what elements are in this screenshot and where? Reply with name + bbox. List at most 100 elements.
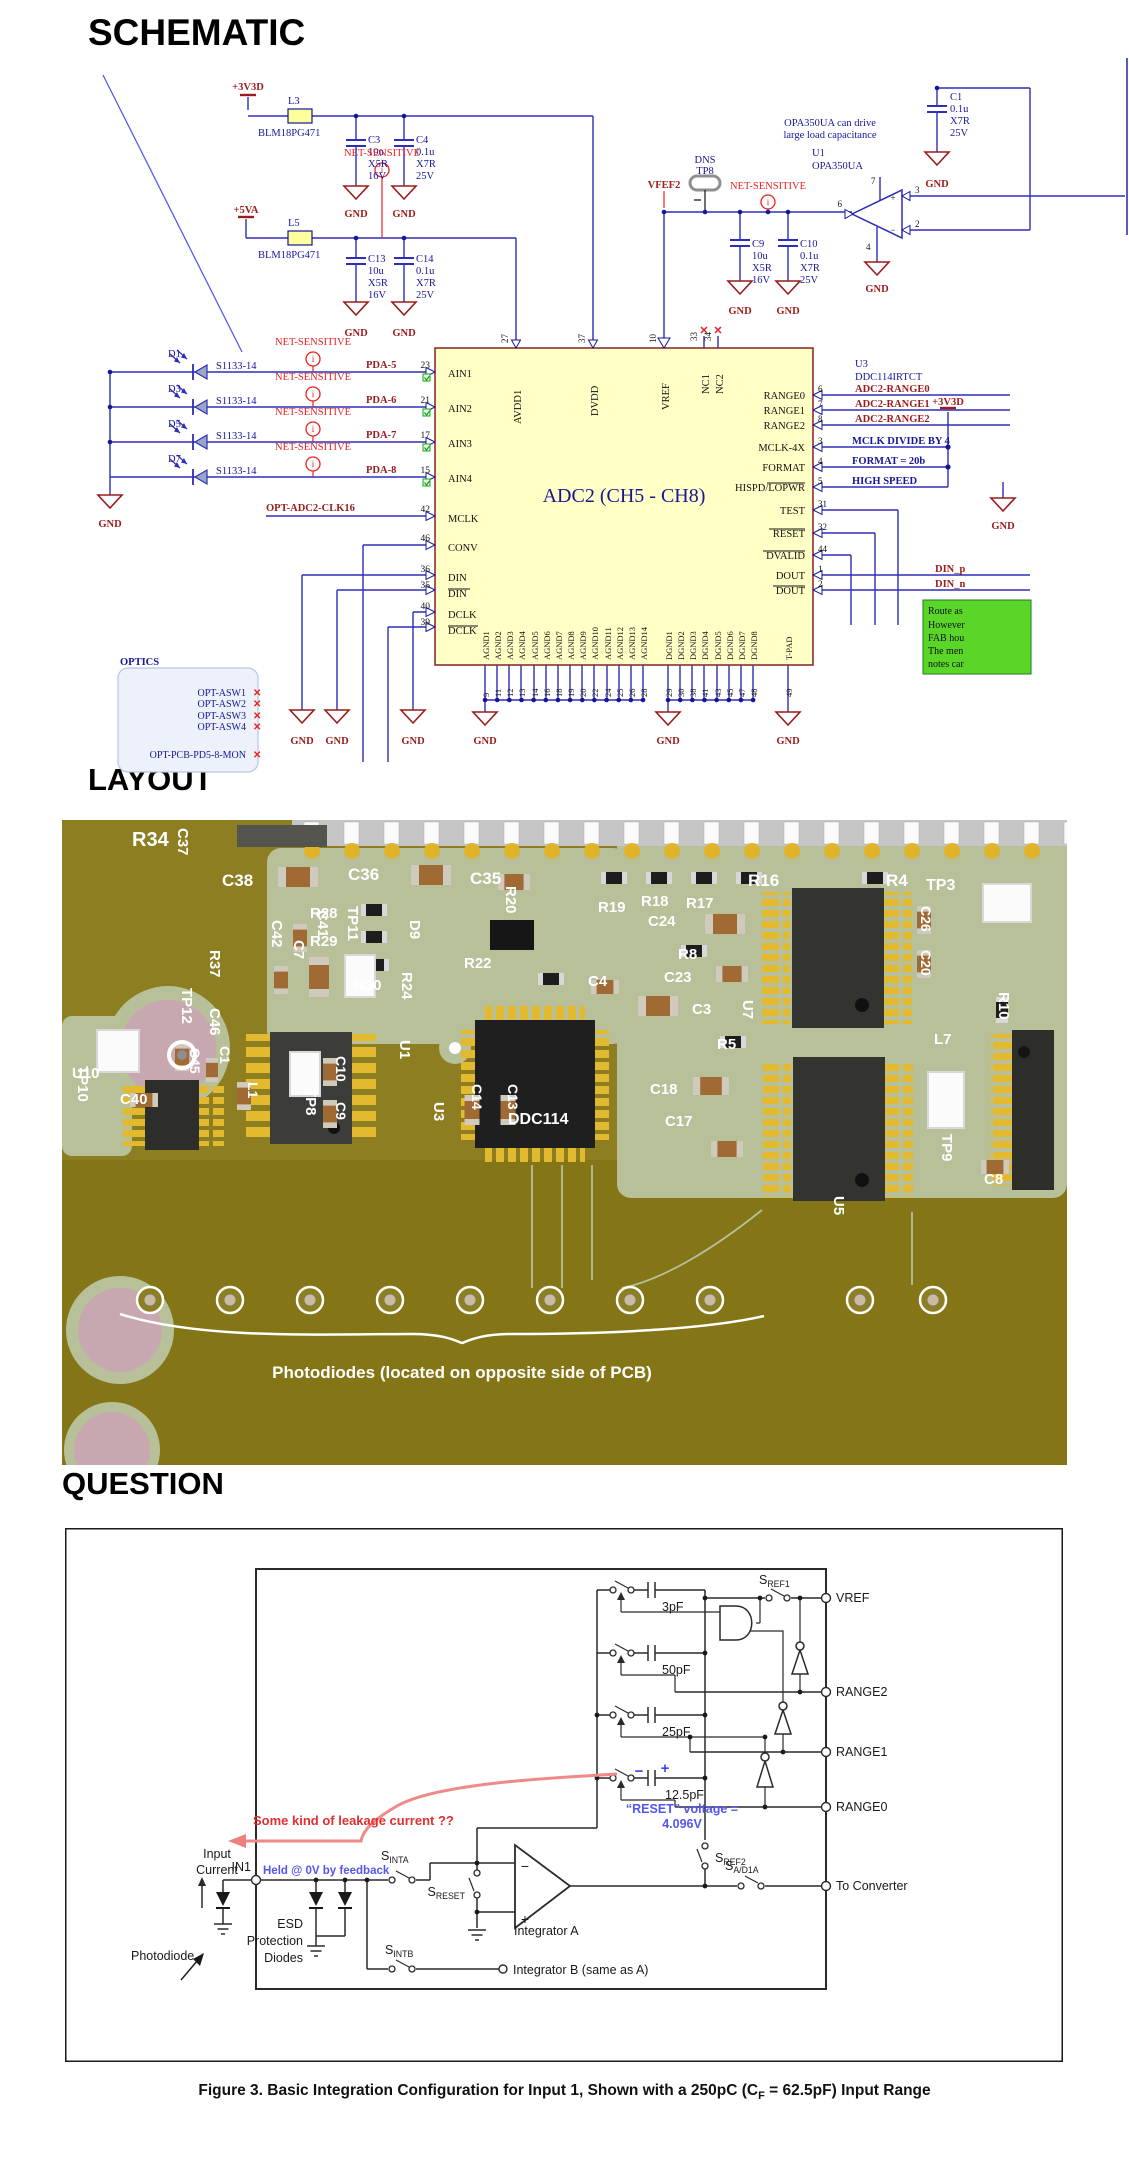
val-u3: DDC114IRTCT: [855, 372, 923, 383]
gnd: GND: [392, 328, 416, 339]
val-d7: S1133-14: [216, 466, 257, 477]
pin: 28: [639, 689, 649, 698]
val-d5: S1133-14: [216, 431, 257, 442]
val-d1: S1133-14: [216, 361, 257, 372]
ref: C17: [665, 1113, 693, 1130]
pin: 32: [818, 522, 827, 532]
pcb-traces: [531, 1165, 913, 1289]
ref: C10: [333, 1056, 349, 1082]
pin-name: NC2: [715, 374, 726, 394]
integrator-b-label: Integrator B (same as A): [513, 1963, 648, 1977]
net-sensitive: NET-SENSITIVE: [275, 442, 351, 453]
pin: 44: [818, 544, 828, 554]
pin-name: RANGE2: [764, 421, 805, 432]
ref: U1: [396, 1040, 413, 1059]
pin: 15: [421, 466, 431, 476]
pin-name: AGND10: [590, 627, 600, 660]
ref: C38: [222, 871, 253, 890]
ref: TP12: [178, 988, 195, 1024]
figure-caption: Figure 3. Basic Integration Configuratio…: [0, 2082, 1129, 2102]
cap-value: 50pF: [662, 1663, 691, 1677]
pin-name: AGND9: [578, 631, 588, 660]
ref: C3: [692, 1001, 711, 1018]
net-format: FORMAT = 20b: [852, 456, 925, 467]
ref: R20: [502, 886, 519, 914]
ref: C23: [664, 969, 692, 986]
svg-text:+: +: [890, 193, 895, 203]
svg-text:−: −: [890, 225, 895, 235]
label: 0.1u: [800, 251, 819, 262]
pin: 17: [421, 431, 431, 441]
val-d3: S1133-14: [216, 396, 257, 407]
pin: 30: [676, 689, 686, 698]
net-opt-asw1: OPT-ASW1: [197, 688, 246, 699]
pin: 24: [603, 688, 613, 697]
ref: U5: [830, 1196, 847, 1215]
ref-tp8: TP8: [696, 166, 714, 177]
pcb-board-lower: [62, 1160, 1067, 1465]
pin-name: AGND7: [554, 631, 564, 660]
schematic-diagram: + −: [97, 58, 1128, 773]
pin: 18: [554, 689, 564, 698]
ref: C18: [650, 1081, 678, 1098]
ref: R22: [464, 955, 492, 972]
pin: 22: [590, 689, 600, 698]
x-mark: ✕: [253, 711, 261, 722]
note-line: The men: [928, 646, 963, 657]
ref: L7: [934, 1031, 952, 1048]
label: X5R: [368, 159, 388, 170]
net-3v3d: +3V3D: [932, 397, 964, 408]
schematic-labels: +3V3DL3BLM18PG471C310uX5R16VC40.1uX7R25V…: [98, 82, 1015, 761]
ref-tp8-dns: DNS: [694, 155, 715, 166]
ref: C14: [469, 1084, 485, 1110]
reset-voltage-note: 4.096V: [662, 1817, 702, 1831]
net-clk16: OPT-ADC2-CLK16: [266, 503, 355, 514]
ref: R24: [398, 972, 415, 1000]
pin: 11: [493, 689, 503, 697]
gnd: GND: [392, 209, 416, 220]
label: 0.1u: [950, 104, 969, 115]
pin-name: RESET: [773, 529, 806, 540]
net-dinn: DIN_n: [935, 579, 966, 590]
label: 16V: [368, 171, 387, 182]
pin-name: AGND6: [542, 631, 552, 660]
pin: 6: [838, 199, 843, 209]
pin-name: AGND5: [530, 631, 540, 660]
x-mark: ✕: [253, 699, 261, 710]
net-pda7: PDA-7: [366, 430, 396, 441]
inverter-gates: [755, 1641, 810, 1788]
check-marks: [422, 373, 431, 487]
pcb-connector: [292, 820, 1067, 859]
ref: D9: [406, 920, 423, 939]
x-mark: ✕: [253, 722, 261, 733]
pin: 23: [421, 361, 431, 371]
gnd: GND: [473, 736, 497, 747]
pin: 16: [542, 689, 552, 698]
pin: 7: [871, 176, 876, 186]
integrator-a-label: Integrator A: [514, 1924, 579, 1938]
photodiode-symbol: [216, 1892, 230, 1909]
test-point-tp8: [688, 174, 722, 212]
pin-name: AIN4: [448, 474, 473, 485]
label: 16V: [752, 275, 771, 286]
ref: R17: [686, 895, 714, 912]
pin-name: DGND6: [725, 631, 735, 660]
pin: 2: [915, 219, 920, 229]
net-opt-pcb: OPT-PCB-PD5-8-MON: [150, 750, 246, 761]
note-line: notes car: [928, 659, 964, 670]
label: 25V: [416, 171, 435, 182]
pin-name: VREF: [661, 383, 672, 410]
ref: R19: [598, 899, 626, 916]
pin: 37: [577, 334, 587, 344]
terminal-label: VREF: [836, 1591, 870, 1605]
label: 25V: [800, 275, 819, 286]
net-opt-asw2: OPT-ASW2: [197, 699, 246, 710]
chip-u10: [120, 1080, 224, 1150]
gnd: GND: [776, 736, 800, 747]
pin-name: CONV: [448, 543, 478, 554]
pin: 20: [578, 689, 588, 698]
label: X7R: [800, 263, 820, 274]
net-pda8: PDA-8: [366, 465, 396, 476]
gnd: GND: [925, 179, 949, 190]
pin-name: AIN2: [448, 404, 472, 415]
